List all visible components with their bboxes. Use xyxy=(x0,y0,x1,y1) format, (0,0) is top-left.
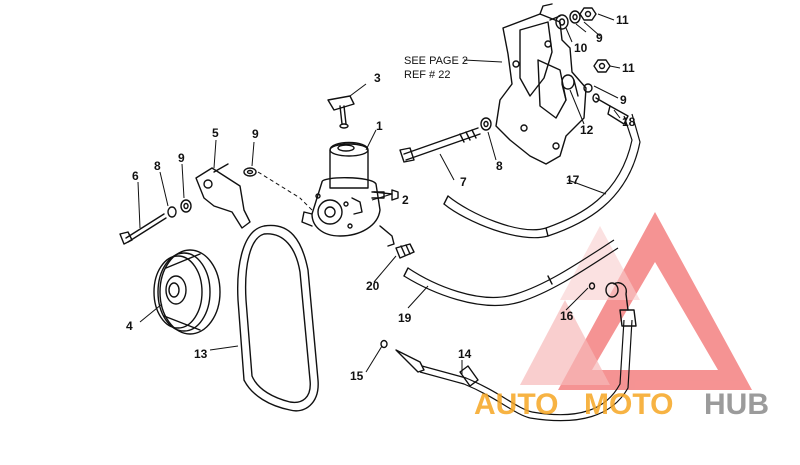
mounting-bracket xyxy=(495,3,587,165)
callout-11-top: 11 xyxy=(616,13,629,27)
wordmark-hub: HUB xyxy=(704,388,769,421)
callout-9-left: 9 xyxy=(178,151,185,165)
automotohub-wordmark: AUTO MOTO HUB xyxy=(474,388,769,421)
wordmark-moto: MOTO xyxy=(584,388,673,421)
callout-16: 16 xyxy=(560,309,574,323)
callout-15: 15 xyxy=(350,369,364,383)
callout-9-center: 9 xyxy=(252,127,259,141)
inlet-fitting xyxy=(395,243,415,259)
o-ring xyxy=(588,282,596,290)
callout-9-top: 9 xyxy=(596,31,603,45)
bolt-and-washers xyxy=(119,199,192,245)
return-hose xyxy=(443,97,641,239)
assembly-guide-line xyxy=(257,171,313,211)
callout-17: 17 xyxy=(566,173,580,187)
callout-4: 4 xyxy=(126,319,133,333)
o-ring xyxy=(380,339,388,349)
callout-11-right: 11 xyxy=(622,61,635,75)
reference-note-line-2: REF # 22 xyxy=(404,69,450,81)
drive-belt xyxy=(237,224,319,412)
reservoir-cap xyxy=(327,95,355,129)
power-steering-pump xyxy=(301,141,395,247)
callout-6: 6 xyxy=(132,169,139,183)
callout-19: 19 xyxy=(398,311,412,325)
callout-13: 13 xyxy=(194,347,208,361)
automotohub-watermark-logo xyxy=(520,212,752,390)
outlet-fitting xyxy=(373,189,399,201)
bracket-hardware xyxy=(549,7,611,101)
callout-7: 7 xyxy=(460,175,467,189)
leader-lines xyxy=(137,13,621,374)
callout-14: 14 xyxy=(458,347,472,361)
o-ring xyxy=(592,93,600,103)
callout-12: 12 xyxy=(580,123,594,137)
pump-mount-bracket xyxy=(195,163,257,229)
callout-5: 5 xyxy=(212,126,219,140)
callout-9-right: 9 xyxy=(620,93,627,107)
callout-8-right: 8 xyxy=(496,159,503,173)
callout-2: 2 xyxy=(402,193,409,207)
pressure-hose-upper xyxy=(403,239,619,306)
wordmark-auto: AUTO xyxy=(474,388,558,421)
callout-3: 3 xyxy=(374,71,381,85)
pump-pulley xyxy=(153,249,221,335)
callout-10: 10 xyxy=(574,41,588,55)
callout-18: 18 xyxy=(622,115,636,129)
callout-8-left: 8 xyxy=(154,159,161,173)
reference-note-line-1: SEE PAGE 2 xyxy=(404,55,468,67)
pressure-line xyxy=(395,282,637,422)
long-mounting-bolt xyxy=(399,117,492,163)
callout-1: 1 xyxy=(376,119,383,133)
callout-20: 20 xyxy=(366,279,380,293)
